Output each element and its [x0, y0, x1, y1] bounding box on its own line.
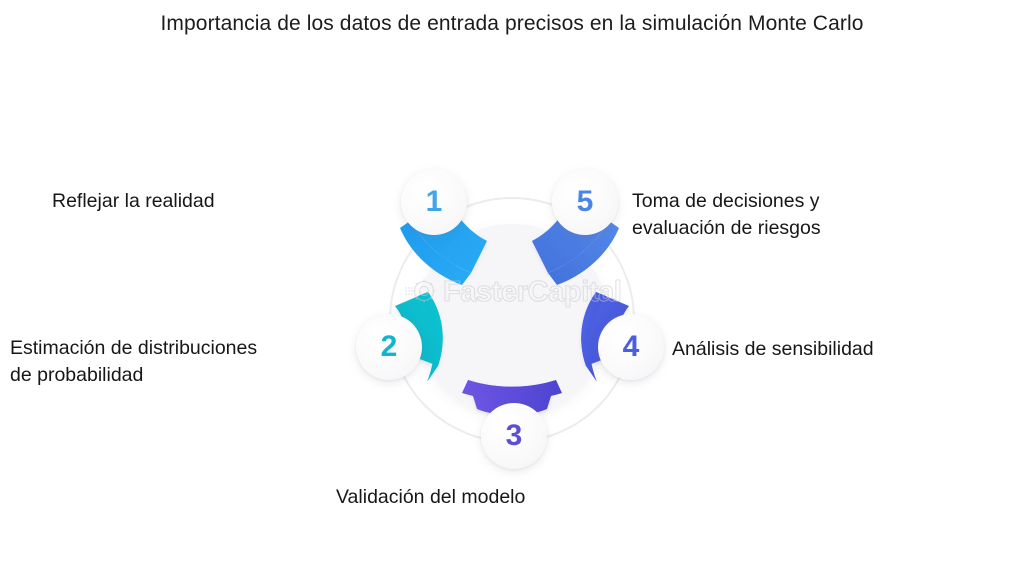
step-number-3: 3 — [505, 419, 523, 452]
step-node-5[interactable]: 5 — [552, 169, 618, 235]
ribbon-step-3-tail — [462, 380, 562, 401]
step-node-1[interactable]: 1 — [401, 169, 467, 235]
step-label-5-line1: Toma de decisiones y — [632, 190, 820, 212]
step-label-5-line2: evaluación de riesgos — [632, 216, 821, 239]
step-label-2: Estimación de distribuciones de probabil… — [10, 335, 340, 388]
step-number-1: 1 — [425, 185, 443, 218]
step-node-3[interactable]: 3 — [481, 403, 547, 469]
step-number-2: 2 — [380, 330, 398, 363]
ribbon-step-4-tail — [581, 292, 606, 382]
page-title: Importancia de los datos de entrada prec… — [160, 12, 864, 35]
step-node-4[interactable]: 4 — [598, 314, 664, 380]
step-label-2-line2: de probabilidad — [10, 363, 144, 386]
ribbon-step-1-tail — [400, 221, 471, 285]
step-label-2-line1: Estimación de distribuciones — [10, 337, 258, 359]
step-label-3: Validación del modelo — [336, 484, 525, 511]
ribbon-step-5-tail — [548, 221, 619, 285]
step-label-3-text: Validación del modelo — [336, 486, 526, 508]
step-label-5: Toma de decisiones y evaluación de riesg… — [632, 188, 902, 241]
step-label-1: Reflejar la realidad — [52, 188, 215, 215]
step-label-4-text: Análisis de sensibilidad — [672, 338, 874, 360]
step-number-5: 5 — [576, 185, 594, 218]
step-label-1-text: Reflejar la realidad — [52, 190, 215, 212]
ribbon-step-2-tail — [418, 292, 443, 382]
step-node-2[interactable]: 2 — [356, 314, 422, 380]
step-label-4: Análisis de sensibilidad — [672, 336, 874, 363]
step-number-4: 4 — [622, 330, 640, 363]
